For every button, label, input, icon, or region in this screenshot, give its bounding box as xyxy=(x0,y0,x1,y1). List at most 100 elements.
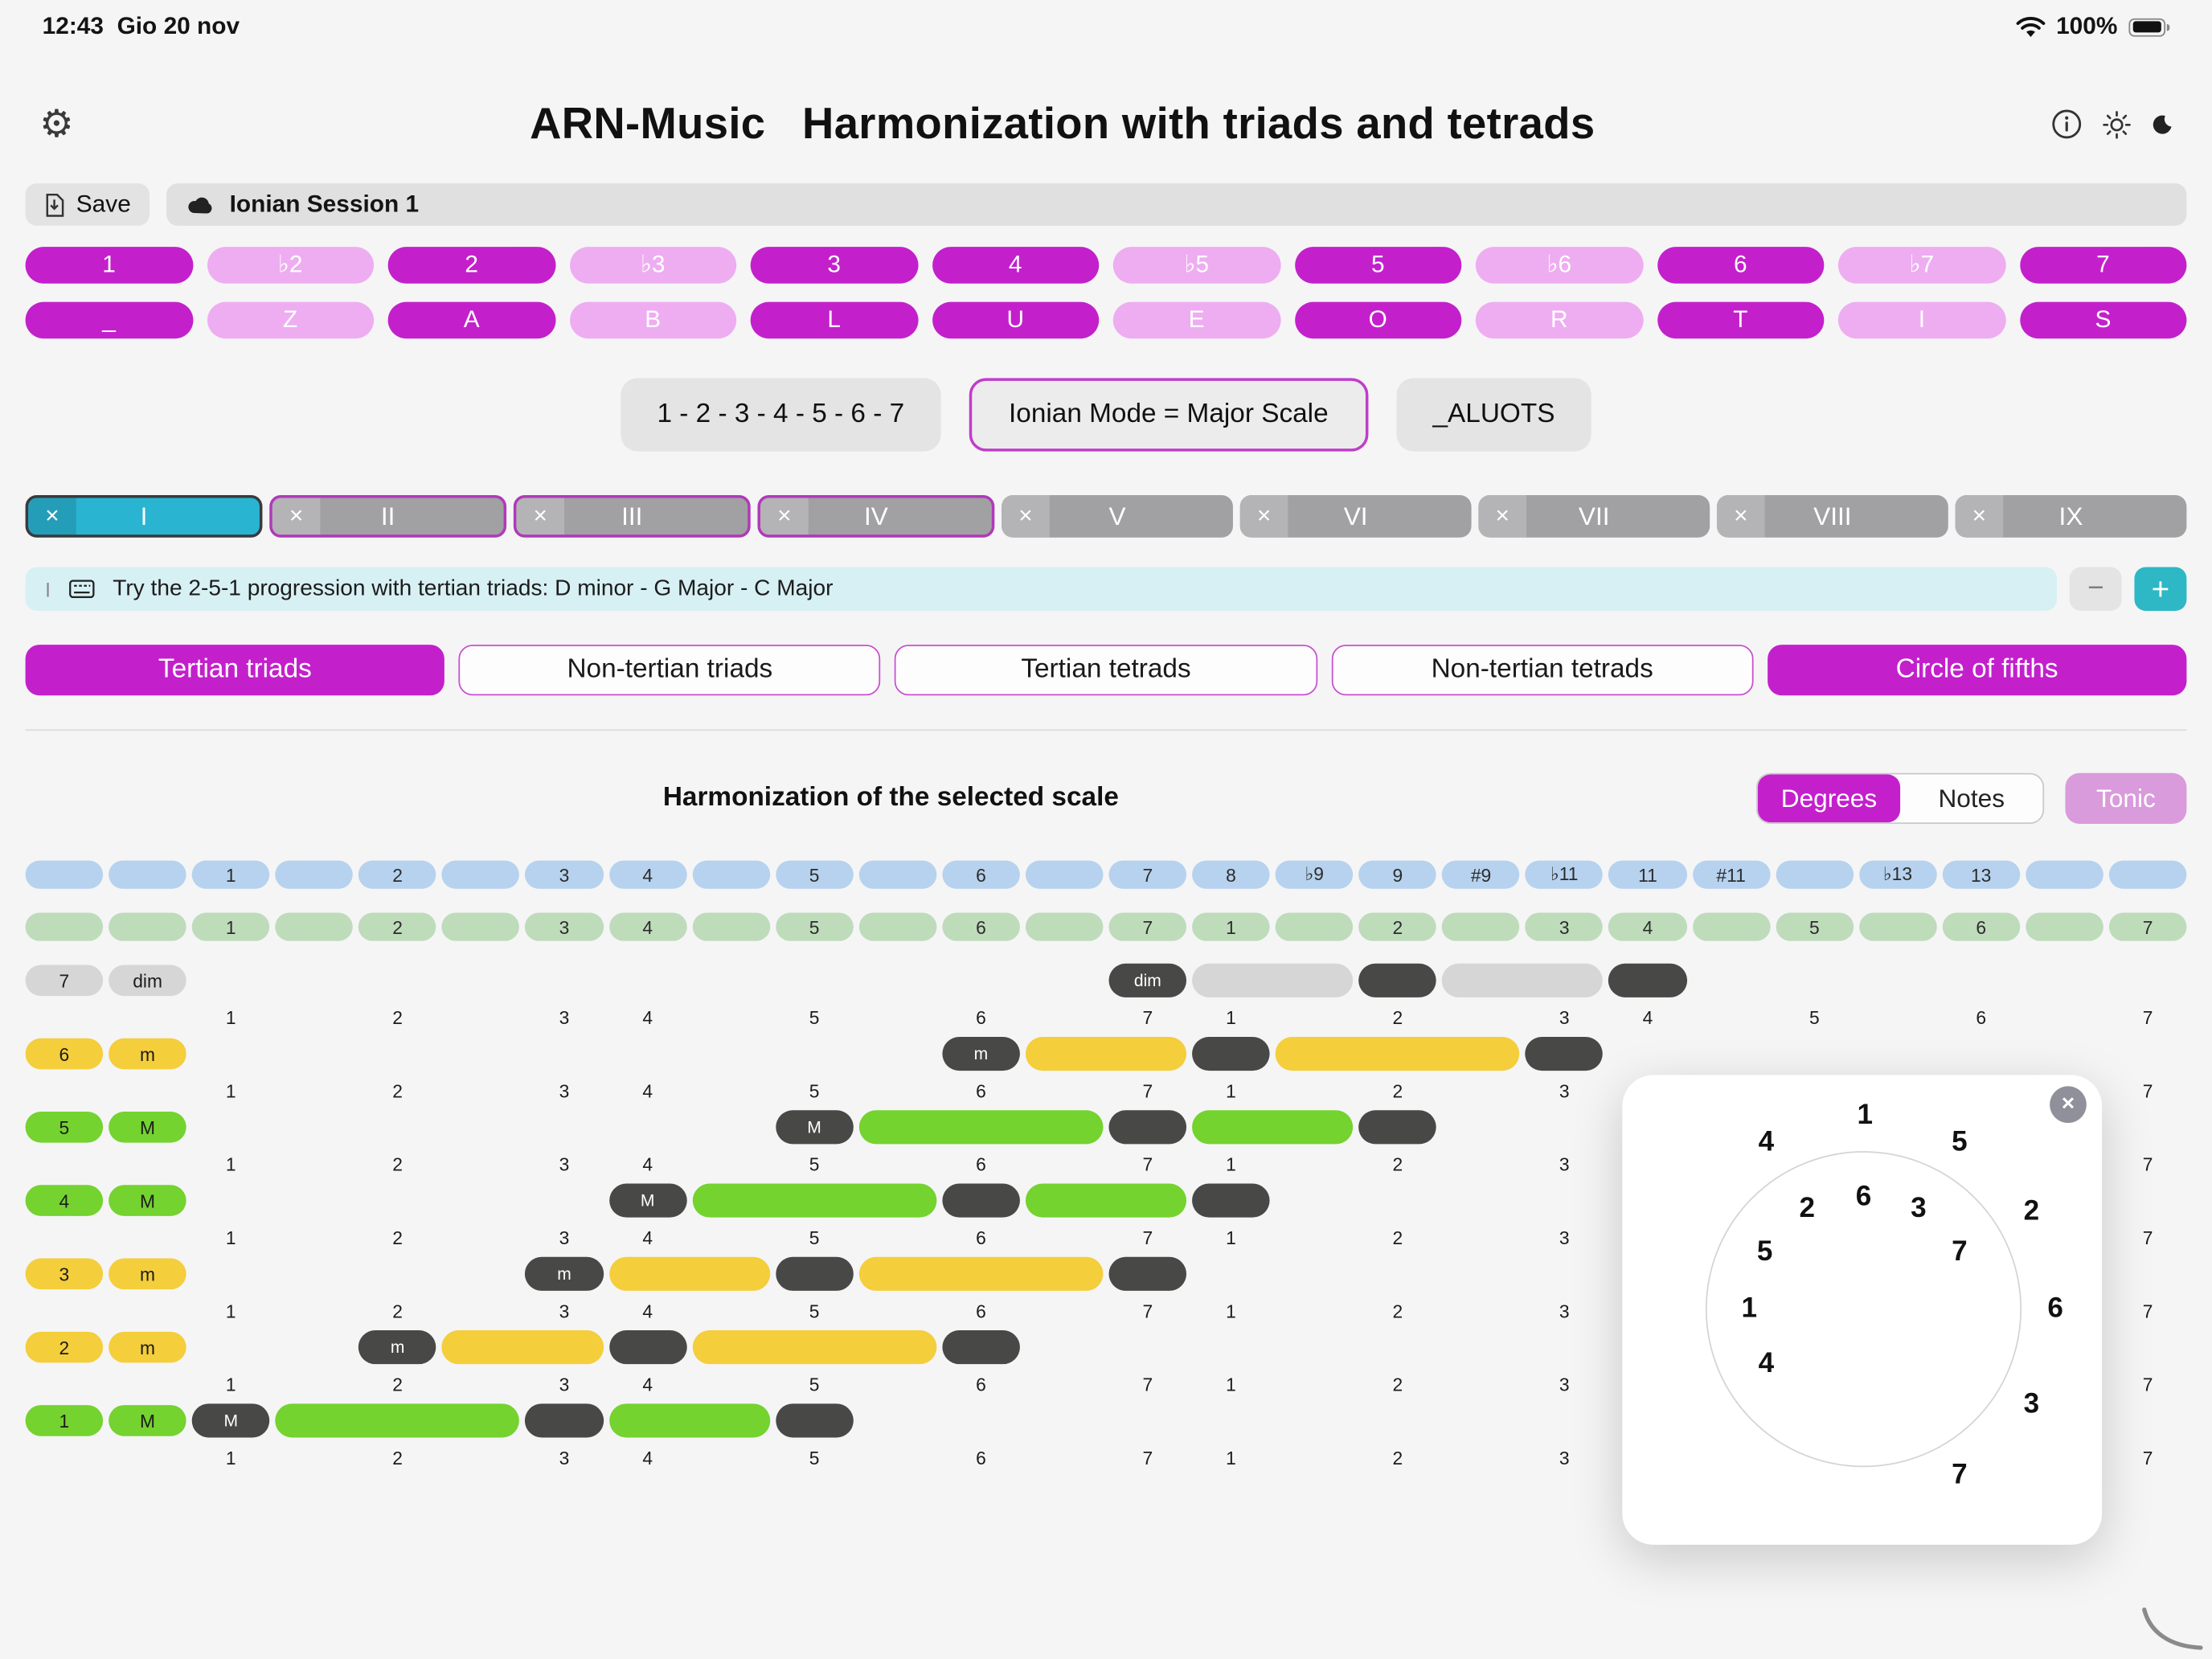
close-tab-icon[interactable]: × xyxy=(1002,495,1050,538)
mode-tab-II[interactable]: ×II xyxy=(269,495,507,538)
category-non-tertian-triads[interactable]: Non-tertian triads xyxy=(458,645,881,696)
close-tab-icon[interactable]: × xyxy=(516,498,565,535)
letter-pill-_[interactable]: _ xyxy=(25,301,193,339)
chord-tone-pill[interactable]: M xyxy=(775,1110,854,1145)
chord-tone-pill[interactable] xyxy=(775,1256,854,1291)
chord-degree-legend[interactable]: 7 xyxy=(25,965,104,997)
chord-tone-pill[interactable] xyxy=(942,1330,1020,1365)
chord-tone-pill[interactable]: M xyxy=(608,1183,687,1218)
letter-pill-Z[interactable]: Z xyxy=(207,301,375,339)
chord-tone-pill[interactable]: M xyxy=(191,1403,270,1438)
scale-pill: 7 xyxy=(1108,912,1187,941)
letter-pill-S[interactable]: S xyxy=(2019,301,2187,339)
toggle-notes[interactable]: Notes xyxy=(1938,783,2005,813)
degree-pill-♭5[interactable]: ♭5 xyxy=(1112,247,1280,284)
close-tab-icon[interactable]: × xyxy=(1239,495,1288,538)
chord-degree-legend[interactable]: 2 xyxy=(25,1331,104,1363)
category-tertian-triads[interactable]: Tertian triads xyxy=(25,645,445,696)
tonic-button[interactable]: Tonic xyxy=(2065,772,2187,824)
chord-tone-pill[interactable]: m xyxy=(525,1256,604,1291)
close-popup-icon[interactable]: × xyxy=(2050,1086,2087,1124)
degree-pill-♭7[interactable]: ♭7 xyxy=(1837,247,2005,284)
chord-quality-legend[interactable]: M xyxy=(109,1185,186,1216)
info-icon[interactable] xyxy=(2051,109,2083,140)
mode-tab-VI[interactable]: ×VI xyxy=(1239,495,1472,538)
light-mode-sun-icon[interactable] xyxy=(2102,109,2132,139)
chord-quality-legend[interactable]: m xyxy=(109,1258,186,1290)
degree-pill-4[interactable]: 4 xyxy=(932,247,1100,284)
mode-tab-IX[interactable]: ×IX xyxy=(1955,495,2187,538)
chord-tone-pill[interactable]: m xyxy=(942,1036,1020,1071)
chord-quality-legend[interactable]: m xyxy=(109,1038,186,1070)
letter-pill-A[interactable]: A xyxy=(387,301,555,339)
letter-pill-E[interactable]: E xyxy=(1112,301,1280,339)
chord-tone-pill[interactable] xyxy=(1358,1110,1437,1145)
chord-tone-pill[interactable] xyxy=(942,1183,1020,1218)
degree-pill-5[interactable]: 5 xyxy=(1294,247,1462,284)
mode-tab-III[interactable]: ×III xyxy=(513,495,751,538)
degree-pill-6[interactable]: 6 xyxy=(1657,247,1825,284)
mode-tab-VII[interactable]: ×VII xyxy=(1478,495,1710,538)
chord-tone-pill[interactable]: m xyxy=(358,1330,436,1365)
close-tab-icon[interactable]: × xyxy=(1478,495,1527,538)
category-non-tertian-tetrads[interactable]: Non-tertian tetrads xyxy=(1331,645,1754,696)
chord-degree-legend[interactable]: 4 xyxy=(25,1185,104,1216)
scale-pill xyxy=(1025,912,1104,941)
close-tab-icon[interactable]: × xyxy=(760,498,809,535)
dark-mode-moon-icon[interactable] xyxy=(2152,113,2173,134)
chord-tone-pill[interactable] xyxy=(525,1403,604,1438)
chord-tone-pill[interactable] xyxy=(1192,1036,1270,1071)
mode-tab-I[interactable]: ×I xyxy=(25,495,263,538)
chord-degree-legend[interactable]: 1 xyxy=(25,1405,104,1436)
mode-tab-V[interactable]: ×V xyxy=(1002,495,1233,538)
chord-tone-pill[interactable] xyxy=(1525,1036,1604,1071)
degree-pill-♭2[interactable]: ♭2 xyxy=(207,247,375,284)
letter-pill-U[interactable]: U xyxy=(932,301,1100,339)
degree-pill-3[interactable]: 3 xyxy=(750,247,918,284)
chord-quality-legend[interactable]: m xyxy=(109,1331,186,1363)
letter-pill-R[interactable]: R xyxy=(1475,301,1643,339)
close-tab-icon[interactable]: × xyxy=(272,498,321,535)
degree-pill-7[interactable]: 7 xyxy=(2019,247,2187,284)
close-tab-icon[interactable]: × xyxy=(28,498,76,535)
save-button[interactable]: Save xyxy=(25,183,150,226)
degree-pill-2[interactable]: 2 xyxy=(387,247,555,284)
mode-name-box[interactable]: Ionian Mode = Major Scale xyxy=(969,378,1368,452)
scale-number: 5 xyxy=(809,1446,820,1469)
mode-tab-IV[interactable]: ×IV xyxy=(757,495,995,538)
letter-pill-T[interactable]: T xyxy=(1657,301,1825,339)
chord-tone-pill[interactable] xyxy=(1108,1256,1187,1291)
chord-tone-pill[interactable]: dim xyxy=(1108,963,1187,997)
degree-pill-1[interactable]: 1 xyxy=(25,247,193,284)
chord-degree-legend[interactable]: 3 xyxy=(25,1258,104,1290)
chord-quality-legend[interactable]: M xyxy=(109,1112,186,1143)
add-tip-button[interactable]: + xyxy=(2134,567,2187,611)
close-tab-icon[interactable]: × xyxy=(1955,495,2004,538)
close-tab-icon[interactable]: × xyxy=(1716,495,1765,538)
category-circle-of-fifths[interactable]: Circle of fifths xyxy=(1767,645,2187,696)
degree-pill-♭3[interactable]: ♭3 xyxy=(569,247,737,284)
chord-quality-legend[interactable]: M xyxy=(109,1405,186,1436)
session-name-field[interactable]: Ionian Session 1 xyxy=(166,183,2187,226)
chord-degree-legend[interactable]: 6 xyxy=(25,1038,104,1070)
chord-degree-legend[interactable]: 5 xyxy=(25,1112,104,1143)
remove-tip-button[interactable]: − xyxy=(2069,567,2122,611)
chord-tone-pill[interactable] xyxy=(1108,1110,1187,1145)
chord-tone-pill[interactable] xyxy=(1358,963,1437,997)
mode-tab-VIII[interactable]: ×VIII xyxy=(1716,495,1948,538)
letter-pill-B[interactable]: B xyxy=(569,301,737,339)
settings-gear-icon[interactable]: ⚙ xyxy=(39,102,74,145)
degree-pill-♭6[interactable]: ♭6 xyxy=(1475,247,1643,284)
chord-tone-pill[interactable] xyxy=(608,1330,687,1365)
chord-tone-pill[interactable] xyxy=(1192,1183,1270,1218)
category-tertian-tetrads[interactable]: Tertian tetrads xyxy=(895,645,1317,696)
letter-pill-I[interactable]: I xyxy=(1837,301,2005,339)
chord-quality-legend[interactable]: dim xyxy=(109,965,186,997)
chord-tone-pill[interactable] xyxy=(775,1403,854,1438)
letter-pill-L[interactable]: L xyxy=(750,301,918,339)
scale-number: 7 xyxy=(1142,1373,1153,1395)
tip-roman-numeral: I xyxy=(45,577,51,600)
chord-tone-pill[interactable] xyxy=(1608,963,1687,997)
letter-pill-O[interactable]: O xyxy=(1294,301,1462,339)
toggle-degrees[interactable]: Degrees xyxy=(1757,774,1901,823)
